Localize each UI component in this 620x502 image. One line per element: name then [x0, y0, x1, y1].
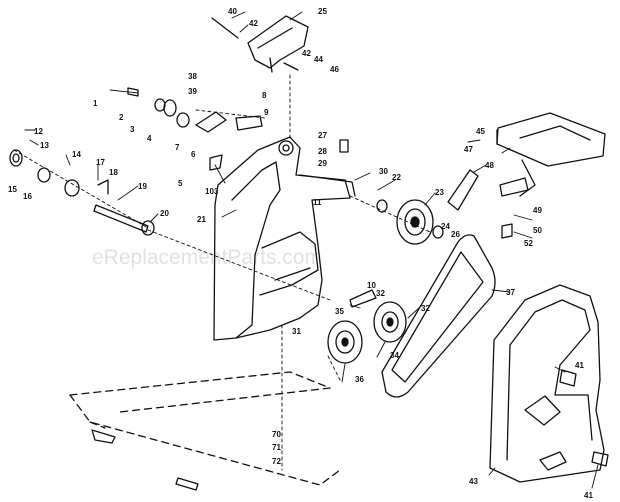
label-5: 5: [178, 179, 183, 188]
label-9: 9: [264, 108, 269, 117]
label-26: 26: [451, 230, 460, 239]
label-3: 3: [130, 125, 135, 134]
label-15: 15: [8, 185, 17, 194]
label-103: 103: [205, 187, 219, 196]
label-43: 43: [469, 477, 478, 486]
label-39: 39: [188, 87, 197, 96]
label-46: 46: [330, 65, 339, 74]
label-48: 48: [485, 161, 494, 170]
pulley-36: [327, 320, 363, 364]
label-52: 52: [524, 239, 533, 248]
label-31: 31: [292, 327, 301, 336]
label-32b: 32: [421, 304, 430, 313]
label-32a: 32: [376, 289, 385, 298]
label-8: 8: [262, 91, 267, 100]
label-6: 6: [191, 150, 196, 159]
label-27: 27: [318, 131, 327, 140]
label-20: 20: [160, 209, 169, 218]
spindle-assembly: [9, 17, 609, 467]
label-42a: 42: [249, 19, 258, 28]
label-18: 18: [109, 168, 118, 177]
base-plate: [69, 371, 341, 486]
label-34: 34: [390, 351, 399, 360]
label-11: 11: [313, 198, 322, 207]
label-29: 29: [318, 159, 327, 168]
watermark-text: eReplacementParts.com: [92, 246, 322, 269]
label-25: 25: [318, 7, 327, 16]
pulley-34: [373, 301, 407, 343]
label-24: 24: [441, 222, 450, 231]
label-13: 13: [40, 141, 49, 150]
label-40: 40: [228, 7, 237, 16]
label-4: 4: [147, 134, 152, 143]
drive-belt: [381, 234, 496, 398]
label-12: 12: [34, 127, 43, 136]
label-50: 50: [533, 226, 542, 235]
top-guard: [247, 15, 309, 73]
label-14: 14: [72, 150, 81, 159]
label-49: 49: [533, 206, 542, 215]
label-44: 44: [314, 55, 323, 64]
label-38: 38: [188, 72, 197, 81]
work-table: [496, 112, 606, 197]
label-47: 47: [464, 145, 473, 154]
label-36: 36: [355, 375, 364, 384]
label-70: 70: [272, 430, 281, 439]
main-frame: [213, 136, 356, 341]
label-17: 17: [96, 158, 105, 167]
label-2: 2: [119, 113, 124, 122]
label-72: 72: [272, 457, 281, 466]
base-bracket: [91, 429, 116, 444]
label-37: 37: [506, 288, 515, 297]
leader-lines: [13, 11, 599, 489]
label-22: 22: [392, 173, 401, 182]
label-7: 7: [175, 143, 180, 152]
part-labels: 1 2 3 4 5 6 7 8 9 10 11 12 13 14 15 16 1…: [8, 7, 593, 500]
label-28: 28: [318, 147, 327, 156]
label-41a: 41: [575, 361, 584, 370]
label-19: 19: [138, 182, 147, 191]
label-42b: 42: [302, 49, 311, 58]
label-16: 16: [23, 192, 32, 201]
label-35: 35: [335, 307, 344, 316]
belt-guard: [489, 284, 605, 483]
label-71: 71: [272, 443, 281, 452]
label-41b: 41: [584, 491, 593, 500]
label-30: 30: [379, 167, 388, 176]
label-1: 1: [93, 99, 98, 108]
pulley-23: [396, 199, 434, 245]
label-45: 45: [476, 127, 485, 136]
base-foot: [175, 477, 199, 491]
label-21: 21: [197, 215, 206, 224]
label-23: 23: [435, 188, 444, 197]
label-10: 10: [367, 281, 376, 290]
